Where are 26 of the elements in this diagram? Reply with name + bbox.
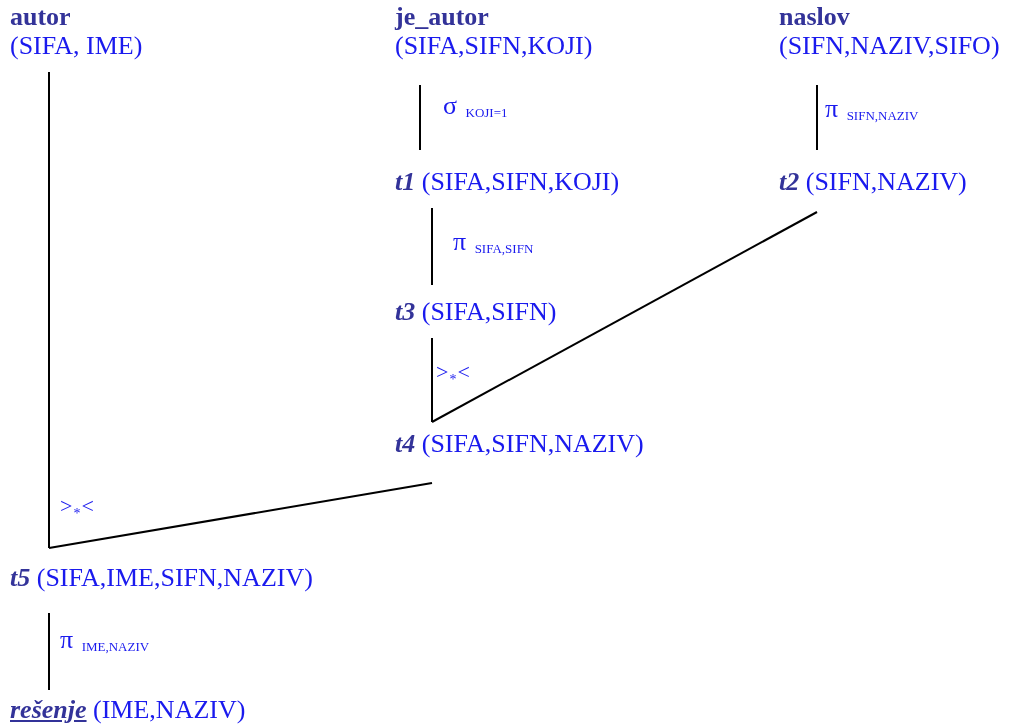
- attribute-list: (IME,NAZIV): [93, 695, 246, 724]
- attribute-list: (SIFA,SIFN,NAZIV): [421, 429, 644, 458]
- relation-name: rešenje: [10, 695, 87, 724]
- relation-name: autor: [10, 2, 72, 31]
- attribute-list: (SIFA,IME,SIFN,NAZIV): [36, 563, 313, 592]
- relation-name: naslov: [779, 2, 851, 31]
- relation-name: t3: [395, 297, 416, 326]
- tree-edge: [431, 337, 433, 423]
- attribute-list: (SIFA,SIFN,KOJI): [421, 167, 620, 196]
- relation-name: je_autor: [395, 2, 490, 31]
- attribute-list: (SIFA,SIFN): [421, 297, 557, 326]
- relation-name: t4: [395, 429, 416, 458]
- tree-edge: [48, 71, 50, 549]
- tree-edge: [48, 612, 50, 691]
- relation-name: t1: [395, 167, 416, 196]
- tree-edge: [816, 84, 818, 151]
- attribute-list: (SIFA,SIFN,KOJI): [395, 31, 593, 60]
- tree-edge: [431, 211, 818, 423]
- relation-name: t2: [779, 167, 800, 196]
- attribute-list: (SIFA, IME): [10, 31, 143, 60]
- relation-name: t5: [10, 563, 31, 592]
- tree-edge: [48, 482, 433, 549]
- tree-edge: [431, 207, 433, 286]
- tree-edge: [419, 84, 421, 151]
- attribute-list: (SIFN,NAZIV): [805, 167, 967, 196]
- attribute-list: (SIFN,NAZIV,SIFO): [779, 31, 1000, 60]
